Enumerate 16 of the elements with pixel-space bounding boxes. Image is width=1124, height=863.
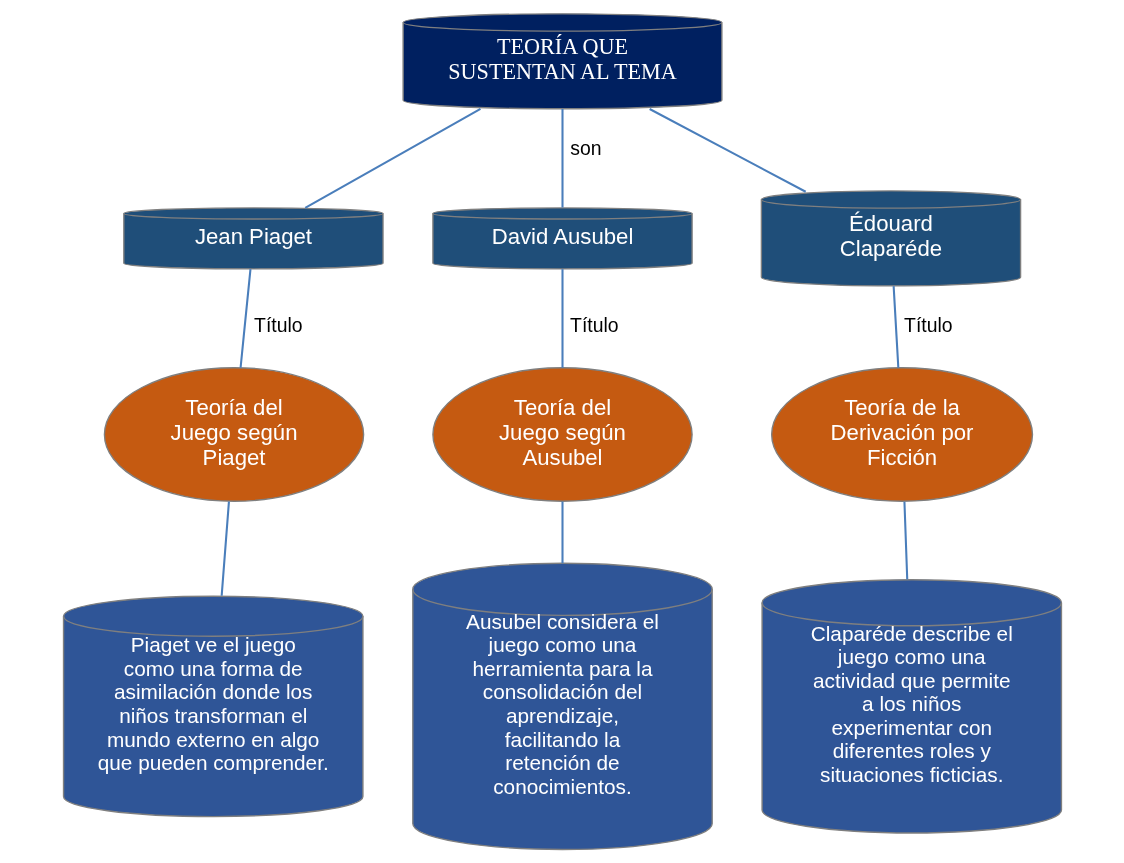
connector	[239, 269, 251, 368]
edge-label: son	[569, 136, 602, 159]
node-ellipse: Teoría de la Derivación por Ficción	[770, 367, 1033, 502]
connector	[220, 501, 230, 596]
connector	[304, 108, 481, 209]
connector	[648, 108, 806, 193]
edge-label: Título	[903, 314, 953, 337]
connector	[902, 501, 908, 580]
connector	[560, 269, 564, 368]
connector	[560, 501, 564, 564]
node-ellipse: Teoría del Juego según Ausubel	[431, 367, 693, 502]
edge-label: Título	[253, 314, 303, 337]
node-ellipse: Teoría del Juego según Piaget	[103, 367, 364, 502]
connector	[560, 108, 564, 208]
edge-label: Título	[569, 314, 619, 337]
connector	[892, 286, 899, 368]
